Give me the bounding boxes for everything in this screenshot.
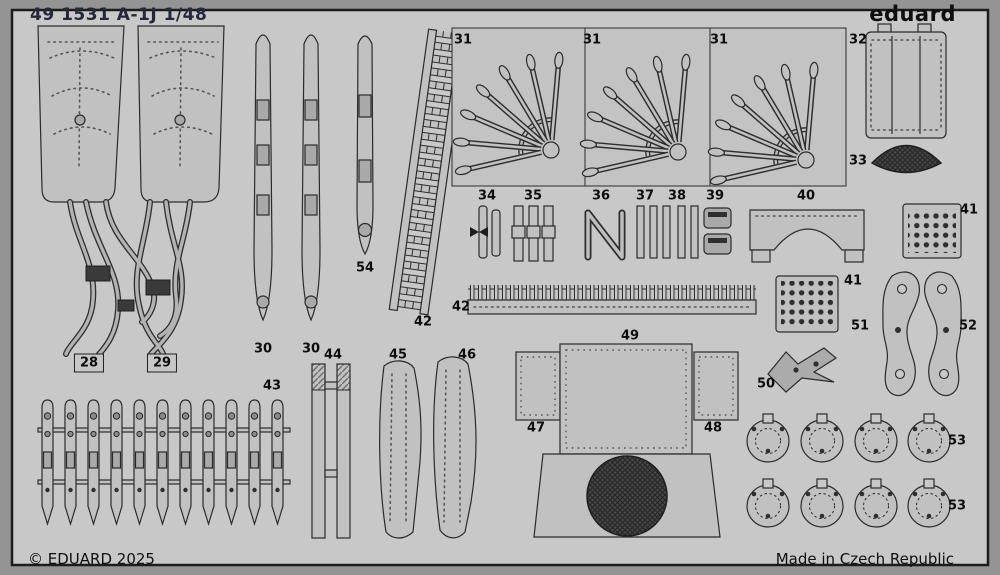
part-43-shapes [37,399,291,525]
part-label-29-1: 29 [146,353,178,373]
part-35-shape [511,205,556,262]
part-label-48-26: 48 [703,420,723,436]
part-50-shape [767,347,838,393]
part-48-shape [693,351,739,421]
part-40-shape [749,209,865,263]
part-label-36-13: 36 [591,188,611,204]
part-label-31-7: 31 [582,32,602,48]
part-47-shape [515,351,561,421]
part-37-38-shapes [636,205,699,259]
brand-logo: eduard [869,2,956,26]
part-label-37-14: 37 [635,188,655,204]
part-41-plate-right [902,203,962,259]
part-label-38-15: 38 [667,188,687,204]
part-label-40-17: 40 [796,188,816,204]
part-label-32-9: 32 [848,32,868,48]
made-in-text: Made in Czech Republic [775,550,954,568]
part-label-34-11: 34 [477,188,497,204]
part-label-53-27: 53 [947,433,967,449]
part-label-31-6: 31 [453,32,473,48]
part-label-39-16: 39 [705,188,725,204]
part-33-shape [870,144,943,174]
part-label-53-28: 53 [947,498,967,514]
part-36-shape [584,209,626,261]
part-34-shape [470,205,501,259]
part-label-41-21: 41 [843,273,863,289]
part-label-35-12: 35 [523,188,543,204]
part-45-shape [379,360,422,539]
part-label-44-30: 44 [323,347,343,363]
part-label-28-0: 28 [73,353,105,373]
part-label-42-5: 42 [413,314,433,330]
part-label-41-18: 41 [959,202,979,218]
part-label-45-31: 45 [388,347,408,363]
part-label-54-4: 54 [355,260,375,276]
part-label-49-20: 49 [620,328,640,344]
part-30-shapes [253,34,321,322]
part-41-51-plate [775,275,839,333]
copyright-text: © EDUARD 2025 [28,550,155,568]
part-28-29-straps [63,199,193,361]
part-49-shape [533,343,721,538]
part-label-47-25: 47 [526,420,546,436]
part-54-shape [356,35,374,256]
part-label-33-10: 33 [848,153,868,169]
part-label-51-22: 51 [850,318,870,334]
part-label-30-2: 30 [253,341,273,357]
part-39-shape [703,207,732,255]
part-31-fans [452,27,847,186]
sheet-title: 49 1531 A-1J 1/48 [30,5,208,25]
part-46-shape [433,356,477,539]
part-label-50-24: 50 [756,376,776,392]
part-42-comb [467,285,757,315]
part-label-52-23: 52 [958,318,978,334]
part-label-30-3: 30 [301,341,321,357]
part-label-43-29: 43 [262,378,282,394]
part-label-42-19: 42 [451,299,471,315]
part-label-46-32: 46 [457,347,477,363]
part-label-31-8: 31 [709,32,729,48]
part-44-shapes [311,363,351,539]
part-32-shape [865,23,947,139]
part-28-29-panels [37,25,225,203]
